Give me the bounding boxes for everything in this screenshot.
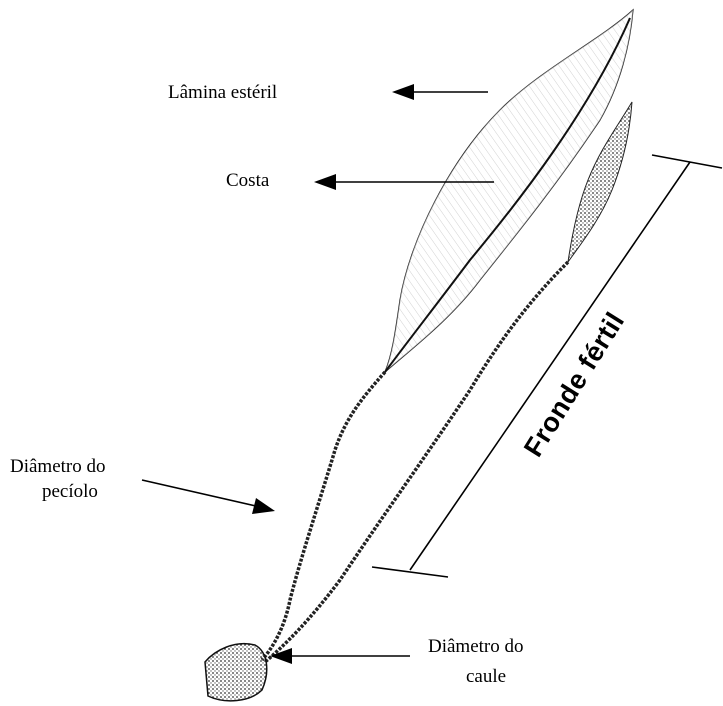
arrow-sterile-blade [392, 84, 488, 100]
label-costa: Costa [226, 170, 269, 187]
label-stem-line1: Diâmetro do [428, 636, 524, 658]
sterile-stipe [262, 372, 385, 660]
label-petiole-line1: Diâmetro do [10, 456, 106, 478]
label-stem-line2: caule [466, 666, 506, 688]
arrow-stem [270, 648, 410, 664]
label-petiole-line2: pecíolo [42, 481, 98, 503]
stem-base [205, 644, 267, 701]
fertile-frond-dimension [372, 155, 722, 577]
arrow-petiole [142, 480, 275, 514]
label-sterile-blade: Lâmina estéril [168, 82, 277, 104]
